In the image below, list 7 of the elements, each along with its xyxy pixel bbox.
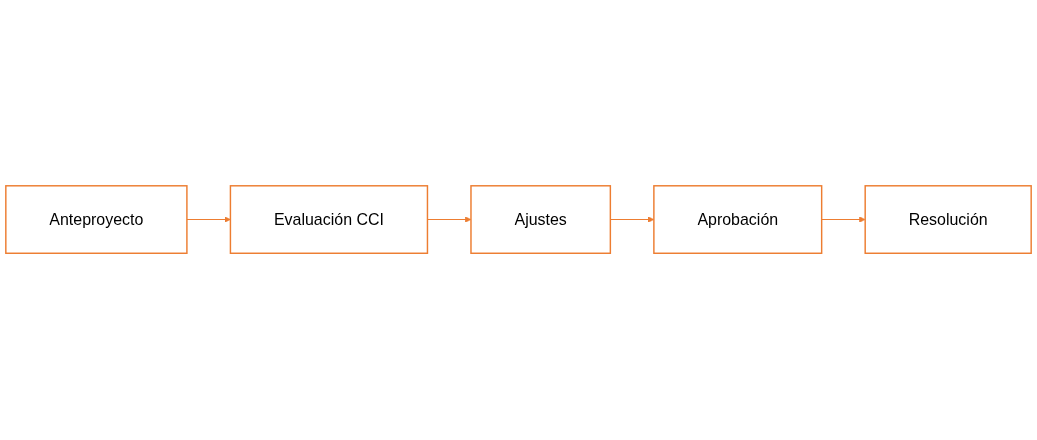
arrow: [186, 216, 231, 224]
node-box: Resolución: [864, 185, 1032, 255]
arrow: [821, 216, 866, 224]
node-box: Anteproyecto: [5, 185, 188, 255]
node-box: Aprobación: [653, 185, 823, 255]
node-box: Ajustes: [470, 185, 612, 255]
node-box: Evaluación CCI: [229, 185, 429, 255]
